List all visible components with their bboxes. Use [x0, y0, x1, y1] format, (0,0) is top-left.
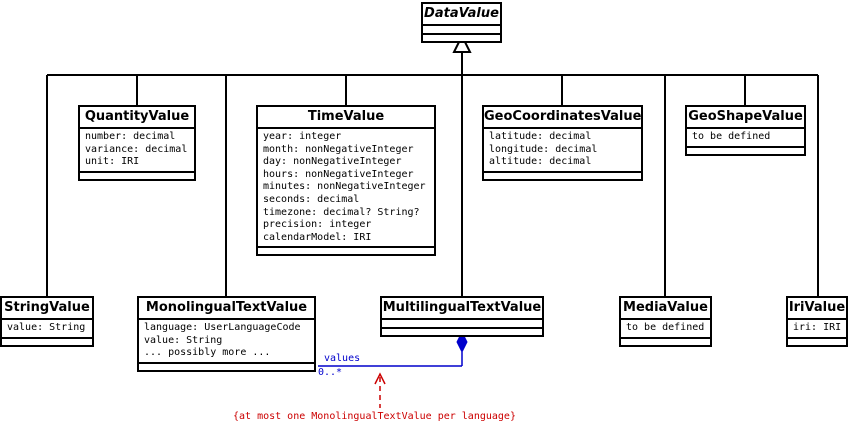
- attribute: variance: decimal: [85, 143, 188, 155]
- class-operations: [258, 248, 434, 254]
- class-name: GeoCoordinatesValue: [484, 107, 641, 129]
- composition-diamond: [456, 330, 468, 354]
- class-stringvalue: StringValue value: String: [0, 296, 94, 347]
- class-operations: [484, 173, 641, 179]
- class-operations: [423, 35, 500, 41]
- class-operations: [80, 173, 194, 179]
- attribute: year: integer: [263, 131, 342, 142]
- attribute: hours: nonNegativeInteger: [263, 168, 414, 180]
- class-attributes: iri: IRI: [788, 320, 846, 339]
- class-multilingualtextvalue: MultilingualTextValue: [380, 296, 544, 337]
- class-mediavalue: MediaValue to be defined: [619, 296, 712, 347]
- attribute: seconds: decimal: [263, 193, 360, 205]
- class-geocoordinatesvalue: GeoCoordinatesValue latitude: decimal lo…: [482, 105, 643, 181]
- association-role-label: values: [324, 353, 361, 364]
- class-name: DataValue: [423, 4, 500, 26]
- constraint-note: {at most one MonolingualTextValue per la…: [233, 411, 516, 422]
- class-attributes: number: decimal variance: decimal unit: …: [80, 129, 194, 173]
- class-timevalue: TimeValue year: integer month: nonNegati…: [256, 105, 436, 257]
- attribute: day: nonNegativeInteger: [263, 156, 402, 168]
- class-operations: [382, 329, 542, 335]
- attribute: timezone: decimal? String?: [263, 206, 420, 218]
- attribute: iri: IRI: [793, 322, 842, 333]
- attribute: latitude: decimal: [489, 131, 592, 142]
- attribute: unit: IRI: [85, 156, 140, 168]
- attribute: value: String: [7, 322, 86, 333]
- generalization-arrowhead: [452, 33, 472, 53]
- class-operations: [687, 148, 804, 154]
- class-name: StringValue: [2, 298, 92, 320]
- association-multiplicity-label: 0..*: [318, 367, 343, 378]
- class-operations: [2, 339, 92, 345]
- attribute: language: UserLanguageCode: [144, 322, 301, 333]
- class-name: GeoShapeValue: [687, 107, 804, 129]
- class-irivalue: IriValue iri: IRI: [786, 296, 848, 347]
- class-attributes: language: UserLanguageCode value: String…: [139, 320, 314, 364]
- class-name: IriValue: [788, 298, 846, 320]
- attribute: value: String: [144, 334, 223, 346]
- class-operations: [788, 339, 846, 345]
- class-geoshapevalue: GeoShapeValue to be defined: [685, 105, 806, 156]
- attribute: ... possibly more ...: [144, 347, 271, 359]
- class-name: MonolingualTextValue: [139, 298, 314, 320]
- attribute: altitude: decimal: [489, 156, 592, 168]
- class-attributes: to be defined: [621, 320, 710, 339]
- class-attributes: latitude: decimal longitude: decimal alt…: [484, 129, 641, 173]
- class-attributes: [423, 26, 500, 35]
- attribute: calendarModel: IRI: [263, 231, 372, 243]
- class-attributes: [382, 320, 542, 329]
- class-name: TimeValue: [258, 107, 434, 129]
- attribute: to be defined: [626, 322, 705, 333]
- constraint-arrowhead: [374, 372, 386, 385]
- class-attributes: to be defined: [687, 129, 804, 148]
- attribute: minutes: nonNegativeInteger: [263, 181, 426, 193]
- class-datavalue: DataValue: [421, 2, 502, 43]
- class-name: MultilingualTextValue: [382, 298, 542, 320]
- attribute: to be defined: [692, 131, 771, 142]
- attribute: number: decimal: [85, 131, 176, 142]
- class-attributes: year: integer month: nonNegativeInteger …: [258, 129, 434, 249]
- class-quantityvalue: QuantityValue number: decimal variance: …: [78, 105, 196, 181]
- attribute: precision: integer: [263, 219, 372, 231]
- class-operations: [621, 339, 710, 345]
- attribute: longitude: decimal: [489, 143, 598, 155]
- class-attributes: value: String: [2, 320, 92, 339]
- class-monolingualtextvalue: MonolingualTextValue language: UserLangu…: [137, 296, 316, 372]
- class-name: QuantityValue: [80, 107, 194, 129]
- class-name: MediaValue: [621, 298, 710, 320]
- attribute: month: nonNegativeInteger: [263, 143, 414, 155]
- class-operations: [139, 364, 314, 370]
